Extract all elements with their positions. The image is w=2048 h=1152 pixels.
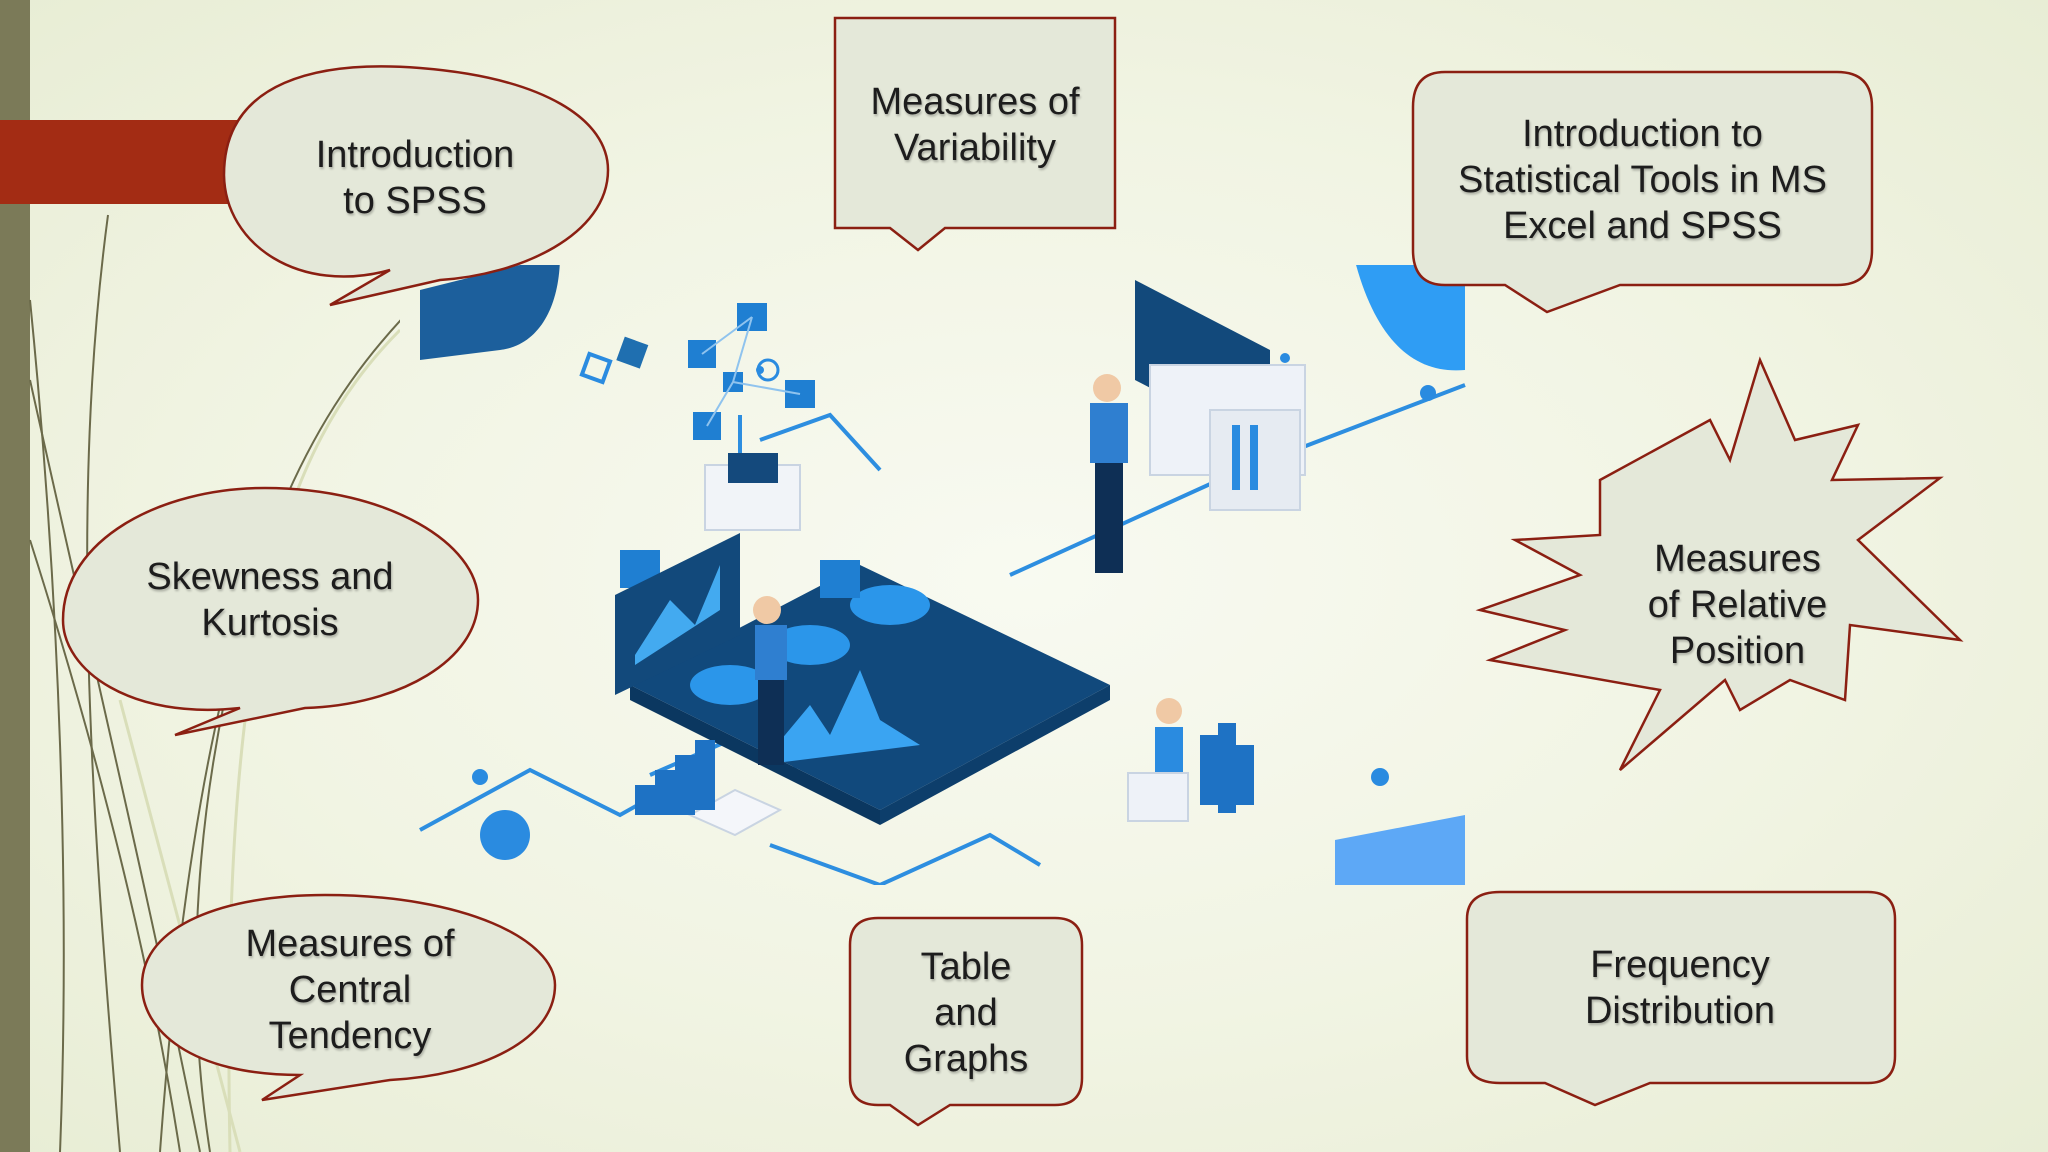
- person-seated: [1127, 698, 1189, 822]
- topic-table-graphs: Table and Graphs: [903, 945, 1029, 1080]
- callout-skewness: [61, 486, 480, 737]
- data-analytics-illustration: [419, 265, 1466, 885]
- callout-intro-spss: [222, 65, 610, 307]
- callout-frequency: [1465, 890, 1897, 1107]
- person-left: [753, 596, 787, 765]
- topic-relative-position: Measures of Relative Position: [1647, 538, 1828, 672]
- accent-red-bar: [0, 120, 240, 204]
- topic-central-tendency: Measures of Central Tendency: [245, 923, 455, 1057]
- callout-table-graphs: [848, 916, 1084, 1127]
- callout-central-tendency: [140, 893, 557, 1102]
- topic-skewness: Skewness and Kurtosis: [146, 556, 394, 644]
- callout-statistical-tools: [1411, 70, 1874, 314]
- topic-intro-spss: Introduction to SPSS: [315, 134, 515, 222]
- topic-statistical-tools: Introduction to Statistical Tools in MS …: [1458, 113, 1827, 247]
- callout-relative-position: [1475, 356, 1964, 771]
- callout-variability: [833, 16, 1117, 252]
- topic-frequency: Frequency Distribution: [1584, 943, 1776, 1032]
- topic-variability: Measures of Variability: [870, 81, 1080, 169]
- person-right: [1090, 374, 1128, 573]
